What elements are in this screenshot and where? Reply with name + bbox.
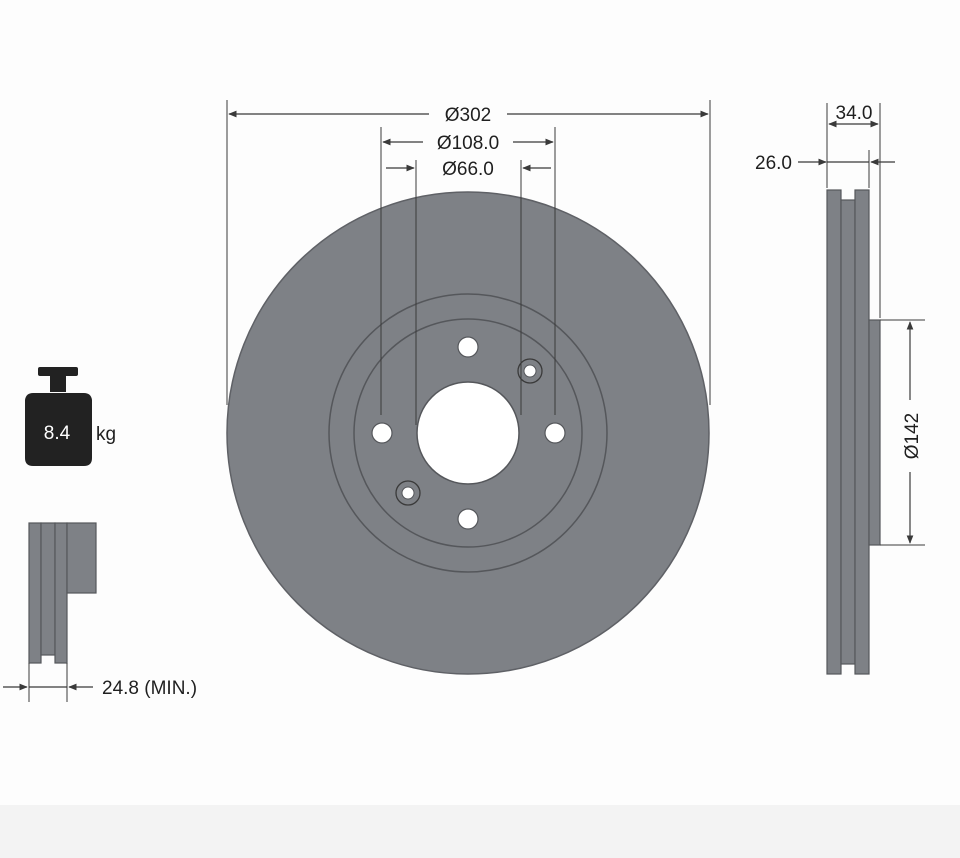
outer-diameter-label: Ø302 <box>445 105 491 126</box>
dimension-hat-diameter: Ø142 <box>880 319 925 546</box>
disc-side-profile <box>826 189 881 675</box>
dimension-total-thickness: 34.0 <box>826 103 881 318</box>
dimension-outer-diameter: Ø302 <box>228 105 709 126</box>
disc-thickness-label: 26.0 <box>755 153 792 174</box>
dimension-disc-thickness: 26.0 <box>755 150 895 188</box>
weight-unit-label: kg <box>96 424 116 445</box>
bolt-circle-label: Ø108.0 <box>437 133 499 154</box>
locating-hole <box>395 480 421 506</box>
bolt-hole <box>371 422 393 444</box>
center-bore-label: Ø66.0 <box>442 159 494 180</box>
hat-diameter-label: Ø142 <box>902 413 923 459</box>
bottom-band <box>0 805 960 858</box>
bolt-hole <box>544 422 566 444</box>
center-bore <box>416 381 520 485</box>
weight-value: 8.4 <box>44 423 71 444</box>
min-thickness-profile <box>3 522 97 702</box>
dimension-bolt-circle: Ø108.0 <box>382 133 554 154</box>
dimension-center-bore: Ø66.0 <box>386 159 551 180</box>
min-thickness-label: 24.8 (MIN.) <box>102 678 197 699</box>
bolt-hole <box>457 336 479 358</box>
extension-lines <box>226 100 711 425</box>
total-thickness-label: 34.0 <box>836 103 873 124</box>
disc-front-view <box>226 191 710 675</box>
locating-hole <box>517 358 543 384</box>
bolt-hole <box>457 508 479 530</box>
weight-icon: 8.4 <box>25 367 92 466</box>
